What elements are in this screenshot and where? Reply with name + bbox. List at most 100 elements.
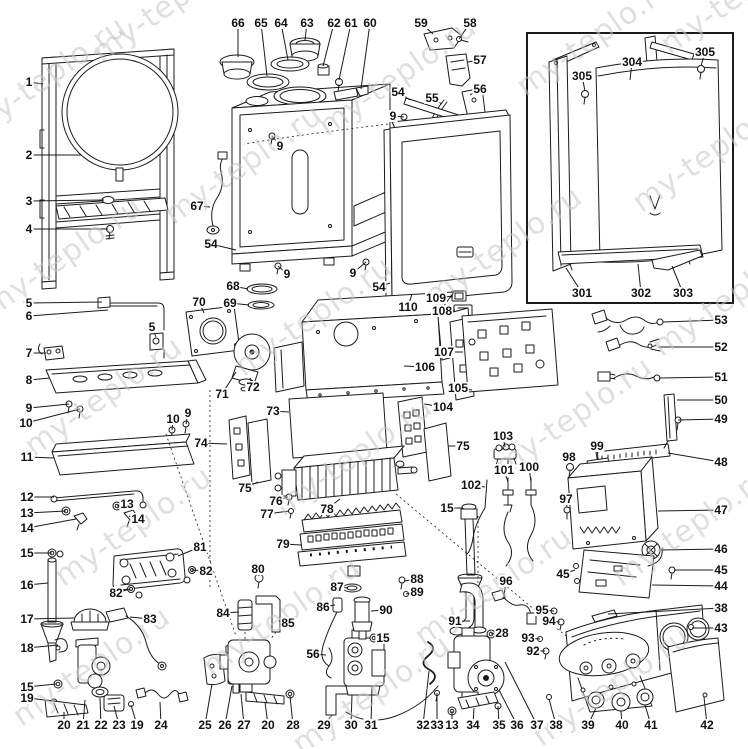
callout-32: 32	[415, 718, 431, 732]
callout-109: 109	[424, 291, 448, 305]
callout-22: 22	[93, 718, 109, 732]
callout-90: 90	[378, 603, 394, 617]
leader-line-37	[504, 661, 538, 726]
callout-54: 54	[371, 280, 387, 294]
callout-9: 9	[348, 266, 358, 280]
return-elbow	[459, 582, 496, 639]
callout-53: 53	[713, 313, 729, 327]
burner	[254, 502, 407, 589]
callout-75: 75	[455, 439, 471, 453]
callout-45: 45	[713, 563, 729, 577]
callout-82: 82	[108, 586, 124, 600]
three-way-valve	[219, 595, 295, 705]
door-gasket	[61, 53, 179, 240]
callout-95: 95	[534, 603, 550, 617]
callout-9: 9	[282, 267, 292, 281]
callout-96: 96	[498, 574, 514, 588]
leader-line-48	[667, 452, 722, 463]
small-washers-left	[47, 548, 64, 712]
callout-58: 58	[462, 16, 478, 30]
callout-103: 103	[491, 429, 515, 443]
callout-107: 107	[432, 345, 456, 359]
expansion-cap	[70, 608, 110, 631]
callout-302: 302	[629, 286, 653, 300]
casing-inset	[526, 32, 734, 304]
access-cover	[667, 637, 725, 713]
callout-16: 16	[19, 578, 35, 592]
callout-80: 80	[250, 562, 266, 576]
callout-98: 98	[561, 450, 577, 464]
callout-88: 88	[409, 572, 425, 586]
callout-24: 24	[153, 718, 169, 732]
electrode-cable	[206, 151, 228, 235]
ntc-sensor	[321, 597, 343, 679]
callout-66: 66	[230, 16, 246, 30]
bracket-49-50	[663, 393, 682, 449]
leader-line-53	[662, 319, 722, 323]
leader-line-9	[28, 403, 70, 409]
leader-line-64	[280, 22, 289, 61]
control-box	[567, 456, 659, 550]
callout-73: 73	[265, 404, 281, 418]
callout-40: 40	[614, 718, 630, 732]
callout-4: 4	[24, 222, 34, 236]
callout-54: 54	[203, 237, 219, 251]
callout-110: 110	[397, 300, 419, 314]
ignition-group	[466, 443, 537, 567]
callout-106: 106	[413, 360, 437, 374]
combustion-chamber	[231, 83, 391, 272]
callout-92: 92	[525, 644, 541, 658]
callout-77: 77	[259, 507, 275, 521]
leader-line-14	[26, 518, 77, 529]
callout-5: 5	[147, 320, 157, 334]
callout-26: 26	[217, 718, 233, 732]
callout-33: 33	[429, 718, 445, 732]
diverter-valve-group	[44, 637, 189, 718]
leader-line-17	[26, 617, 75, 620]
callout-19: 19	[129, 718, 145, 732]
control-knobs	[577, 675, 654, 713]
bottom-tray	[51, 433, 195, 476]
callout-75: 75	[237, 481, 253, 495]
callout-9: 9	[275, 139, 285, 153]
callout-72: 72	[245, 380, 261, 394]
retaining-clip	[54, 638, 68, 653]
callout-49: 49	[713, 412, 729, 426]
leader-line-3	[28, 199, 105, 202]
callout-85: 85	[280, 616, 296, 630]
leader-line-10	[25, 408, 81, 424]
cable-51	[597, 371, 661, 382]
callout-303: 303	[671, 286, 695, 300]
callout-38: 38	[548, 718, 564, 732]
leader-line-6	[28, 309, 109, 317]
leader-line-61	[338, 22, 352, 81]
callout-60: 60	[362, 16, 378, 30]
callout-71: 71	[214, 387, 230, 401]
callout-305: 305	[693, 45, 717, 59]
callout-91: 91	[447, 614, 463, 628]
callout-57: 57	[472, 53, 488, 67]
callout-20: 20	[56, 718, 72, 732]
callout-13: 13	[119, 497, 135, 511]
callout-5: 5	[24, 296, 34, 310]
callout-104: 104	[431, 400, 455, 414]
gas-pipe	[97, 296, 165, 359]
callout-102: 102	[459, 478, 483, 492]
callout-46: 46	[713, 542, 729, 556]
callout-19: 19	[19, 691, 35, 705]
callout-21: 21	[75, 718, 91, 732]
callout-15: 15	[439, 501, 455, 515]
callout-89: 89	[409, 585, 425, 599]
leader-line-31	[370, 686, 373, 726]
callout-31: 31	[363, 718, 379, 732]
cable-52	[605, 337, 661, 352]
fan-group	[185, 283, 278, 392]
alignment-lines	[165, 390, 567, 637]
callout-54: 54	[390, 85, 406, 99]
callout-63: 63	[299, 16, 315, 30]
callout-61: 61	[343, 16, 359, 30]
callout-55: 55	[424, 91, 440, 105]
leader-line-5	[28, 301, 103, 304]
